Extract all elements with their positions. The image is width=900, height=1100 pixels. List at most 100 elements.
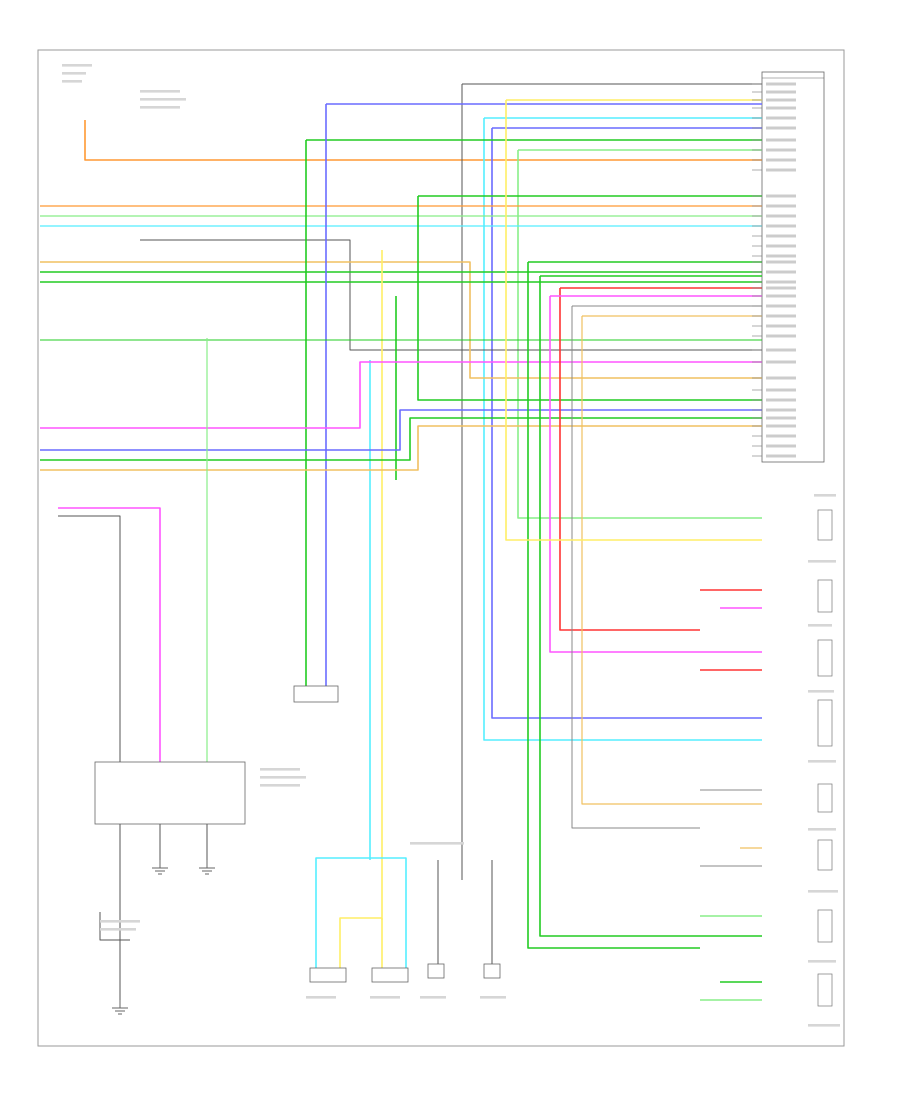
pin-label-bar-26 — [766, 348, 796, 352]
label-placeholder-15 — [260, 768, 300, 771]
pin-label-bar-6 — [766, 138, 796, 142]
wire-39 — [549, 296, 762, 653]
wire-12 — [517, 150, 762, 519]
wire-57 — [315, 857, 360, 968]
pin-label-bar-2 — [766, 98, 796, 102]
label-placeholder-9 — [808, 690, 834, 693]
pin-label-bar-22 — [766, 304, 796, 308]
label-placeholder-5 — [140, 106, 180, 109]
pin-label-bar-29 — [766, 388, 796, 392]
label-placeholder-19 — [100, 928, 136, 931]
wire-37 — [559, 288, 700, 631]
pin-label-bar-12 — [766, 214, 796, 218]
pin-label-bar-30 — [766, 398, 796, 402]
label-placeholder-2 — [62, 80, 82, 83]
pin-label-bar-9 — [766, 168, 796, 172]
wire-53 — [505, 100, 762, 541]
pin-label-bar-33 — [766, 424, 796, 428]
pin-label-bar-1 — [766, 90, 796, 94]
pin-label-bar-14 — [766, 234, 796, 238]
wire-29 — [40, 409, 762, 451]
pin-label-bar-23 — [766, 314, 796, 318]
pin-tick-layer — [752, 82, 796, 458]
label-placeholder-4 — [140, 98, 186, 101]
pin-label-bar-7 — [766, 148, 796, 152]
pin-label-bar-31 — [766, 408, 796, 412]
label-placeholder-11 — [808, 828, 836, 831]
speaker-connector-3 — [817, 699, 833, 747]
wire-21 — [417, 196, 762, 401]
label-placeholder-10 — [808, 760, 836, 763]
label-placeholder-0 — [62, 64, 92, 67]
ground-2 — [199, 860, 215, 875]
pin-label-bar-28 — [766, 376, 796, 380]
pin-label-bar-3 — [766, 106, 796, 110]
label-placeholder-14 — [808, 1024, 840, 1027]
tweeter-left — [427, 963, 445, 979]
label-placeholder-18 — [100, 920, 140, 923]
pin-label-bar-21 — [766, 294, 796, 298]
pin-label-bar-0 — [766, 82, 796, 86]
speaker-connector-0 — [817, 509, 833, 541]
left-speaker — [309, 967, 347, 983]
pin-label-bar-36 — [766, 454, 796, 458]
wire-58 — [360, 857, 407, 968]
pin-label-bar-13 — [766, 224, 796, 228]
label-placeholder-8 — [808, 624, 832, 627]
tweeter-right — [483, 963, 501, 979]
wire-17 — [40, 261, 762, 379]
speaker-connector-6 — [817, 909, 833, 943]
speaker-connector-4 — [817, 783, 833, 813]
label-placeholder-24 — [370, 996, 400, 999]
label-placeholder-23 — [306, 996, 336, 999]
wire-30 — [40, 417, 762, 461]
speaker-connector-7 — [817, 973, 833, 1007]
pin-label-bar-15 — [766, 244, 796, 248]
pin-label-bar-11 — [766, 204, 796, 208]
speaker-connector-5 — [817, 839, 833, 871]
label-placeholder-13 — [808, 960, 836, 963]
wire-66 — [99, 912, 130, 941]
label-placeholder-16 — [260, 776, 306, 779]
ground-symbols — [112, 860, 215, 1015]
wire-layer — [40, 83, 762, 1001]
ground-1 — [152, 860, 168, 875]
wire-31 — [40, 425, 762, 471]
right-speaker — [371, 967, 409, 983]
wire-59 — [339, 917, 382, 968]
wire-33 — [527, 262, 700, 949]
wire-1 — [84, 120, 762, 161]
label-placeholder-21 — [420, 996, 446, 999]
label-placeholder-7 — [808, 560, 836, 563]
pin-label-bar-20 — [766, 286, 796, 290]
diagram-frame — [37, 49, 845, 1047]
wire-9 — [491, 128, 762, 719]
pin-label-bar-24 — [766, 324, 796, 328]
pin-label-bar-18 — [766, 270, 796, 274]
pin-label-bar-35 — [766, 444, 796, 448]
pin-label-bar-32 — [766, 416, 796, 420]
speaker-connector-1 — [817, 579, 833, 613]
pin-label-bar-5 — [766, 126, 796, 130]
label-placeholder-22 — [480, 996, 506, 999]
label-placeholder-17 — [260, 784, 300, 787]
label-placeholder-12 — [808, 890, 838, 893]
label-placeholder-20 — [410, 842, 464, 845]
pin-label-bar-4 — [766, 116, 796, 120]
pin-label-bar-19 — [766, 280, 796, 284]
pin-label-bar-34 — [766, 434, 796, 438]
wire-55 — [58, 515, 121, 762]
wire-46 — [571, 306, 700, 829]
label-placeholder-6 — [814, 494, 836, 497]
wire-54 — [58, 507, 161, 762]
label-placeholder-layer — [62, 64, 840, 1027]
wire-35 — [539, 276, 762, 937]
pin-label-bar-8 — [766, 158, 796, 162]
wire-44 — [581, 316, 762, 805]
sensor-box — [293, 685, 339, 703]
pin-label-bar-27 — [766, 360, 796, 364]
speaker-connector-2 — [817, 639, 833, 677]
wire-28 — [40, 361, 762, 429]
label-placeholder-3 — [140, 90, 180, 93]
